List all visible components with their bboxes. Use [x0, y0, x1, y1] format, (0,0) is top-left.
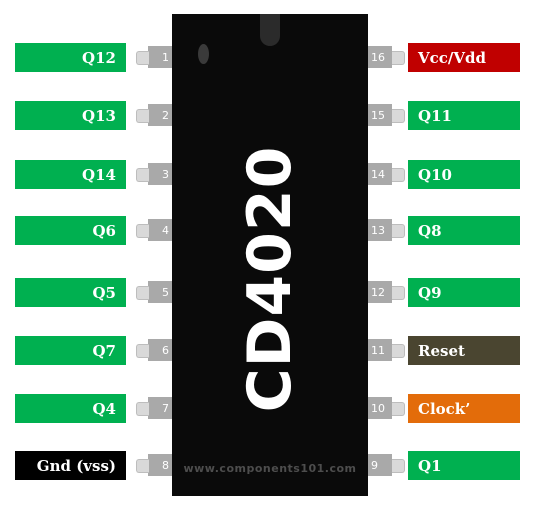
left-pin-7-label: Q4 [15, 394, 126, 423]
left-pin-5-label: Q5 [15, 278, 126, 307]
right-pin-13-label: Q8 [408, 216, 520, 245]
left-pin-4-number: 4 [148, 219, 172, 241]
right-pin-14-label: Q10 [408, 160, 520, 189]
right-pin-13-number: 13 [368, 219, 392, 241]
right-pin-16-label: Vcc/Vdd [408, 43, 520, 72]
right-pin-14-number: 14 [368, 163, 392, 185]
left-pin-6-label: Q7 [15, 336, 126, 365]
right-pin-11-lead [392, 344, 405, 358]
right-pin-9-number: 9 [368, 454, 392, 476]
ic-body: CD4020 www.components101.com [172, 14, 368, 496]
right-pin-16-number: 16 [368, 46, 392, 68]
left-pin-7-lead [136, 402, 149, 416]
left-pin-8-lead [136, 459, 149, 473]
watermark: www.components101.com [183, 462, 357, 475]
right-pin-11-number: 11 [368, 339, 392, 361]
left-pin-4-lead [136, 224, 149, 238]
left-pin-2-lead [136, 109, 149, 123]
right-pin-10-number: 10 [368, 397, 392, 419]
orientation-notch [260, 14, 280, 46]
right-pin-15-label: Q11 [408, 101, 520, 130]
right-pin-12-number: 12 [368, 281, 392, 303]
right-pin-9-label: Q1 [408, 451, 520, 480]
left-pin-7-number: 7 [148, 397, 172, 419]
left-pin-3-lead [136, 168, 149, 182]
right-pin-12-lead [392, 286, 405, 300]
left-pin-3-number: 3 [148, 163, 172, 185]
left-pin-6-lead [136, 344, 149, 358]
left-pin-1-lead [136, 51, 149, 65]
left-pin-5-number: 5 [148, 281, 172, 303]
left-pin-1-label: Q12 [15, 43, 126, 72]
left-pin-8-number: 8 [148, 454, 172, 476]
left-pin-2-number: 2 [148, 104, 172, 126]
right-pin-13-lead [392, 224, 405, 238]
left-pin-2-label: Q13 [15, 101, 126, 130]
right-pin-11-label: Reset [408, 336, 520, 365]
left-pin-1-number: 1 [148, 46, 172, 68]
right-pin-16-lead [392, 51, 405, 65]
right-pin-10-label: Clock’ [408, 394, 520, 423]
left-pin-5-lead [136, 286, 149, 300]
left-pin-8-label: Gnd (vss) [15, 451, 126, 480]
chip-name: CD4020 [235, 145, 305, 413]
right-pin-14-lead [392, 168, 405, 182]
left-pin-6-number: 6 [148, 339, 172, 361]
right-pin-10-lead [392, 402, 405, 416]
right-pin-15-number: 15 [368, 104, 392, 126]
right-pin-9-lead [392, 459, 405, 473]
right-pin-12-label: Q9 [408, 278, 520, 307]
pin1-marker-dot [198, 44, 209, 64]
right-pin-15-lead [392, 109, 405, 123]
left-pin-4-label: Q6 [15, 216, 126, 245]
left-pin-3-label: Q14 [15, 160, 126, 189]
